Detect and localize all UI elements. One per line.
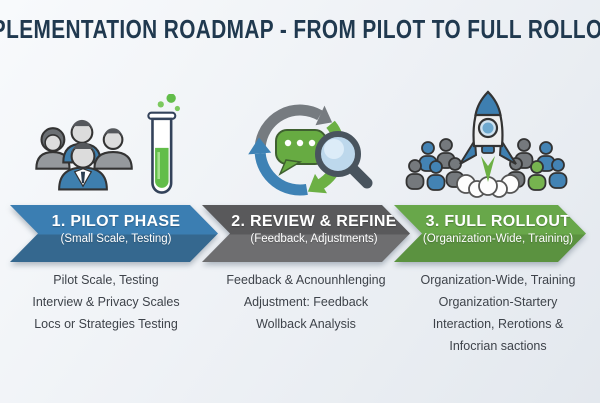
phase-1-subheading: (Small Scale, Testing) bbox=[60, 233, 172, 245]
header: IMPLEMENTATION ROADMAP - FROM PILOT TO F… bbox=[0, 14, 600, 45]
phase-3-heading: 3. FULL ROLLOUT bbox=[425, 213, 571, 230]
phase-2-subheading: (Feedback, Adjustments) bbox=[250, 233, 378, 245]
page-title: IMPLEMENTATION ROADMAP - FROM PILOT TO F… bbox=[0, 14, 600, 44]
detail-line: Locs or Strategies Testing bbox=[34, 317, 178, 331]
phase-2-chevron: 2. REVIEW & REFINE (Feedback, Adjustment… bbox=[202, 205, 410, 262]
phase-3-chevron: 3. FULL ROLLOUT (Organization-Wide, Trai… bbox=[394, 205, 586, 262]
detail-line: Interaction, Rerotions & bbox=[432, 317, 564, 331]
detail-line: Wollback Analysis bbox=[256, 317, 356, 331]
cycle-arrows-chat-magnifier-icon bbox=[248, 104, 373, 196]
phase-1-chevron: 1. PILOT PHASE (Small Scale, Testing) bbox=[0, 205, 218, 262]
phase-2-heading: 2. REVIEW & REFINE bbox=[231, 213, 397, 230]
crowd-and-rocket-icon bbox=[405, 90, 568, 198]
phase-1-details: Pilot Scale, Testing Interview & Privacy… bbox=[8, 269, 204, 335]
phase-3-subheading: (Organization-Wide, Training) bbox=[422, 233, 574, 245]
phase-2-details: Feedback & Acnounhlenging Adjustment: Fe… bbox=[208, 269, 404, 335]
detail-line: Pilot Scale, Testing bbox=[53, 273, 159, 287]
team-and-test-tube-icon bbox=[35, 94, 180, 194]
phase-1-heading: 1. PILOT PHASE bbox=[51, 213, 181, 230]
detail-line: Feedback & Acnounhlenging bbox=[226, 273, 386, 287]
detail-line: Organization-Wide, Training bbox=[420, 273, 576, 287]
detail-line: Infocrian sactions bbox=[449, 339, 547, 353]
detail-line: Interview & Privacy Scales bbox=[32, 295, 180, 309]
phase-3-details: Organization-Wide, Training Organization… bbox=[396, 269, 600, 357]
detail-line: Adjustment: Feedback bbox=[243, 295, 369, 309]
detail-line: Organization-Startery bbox=[438, 295, 558, 309]
